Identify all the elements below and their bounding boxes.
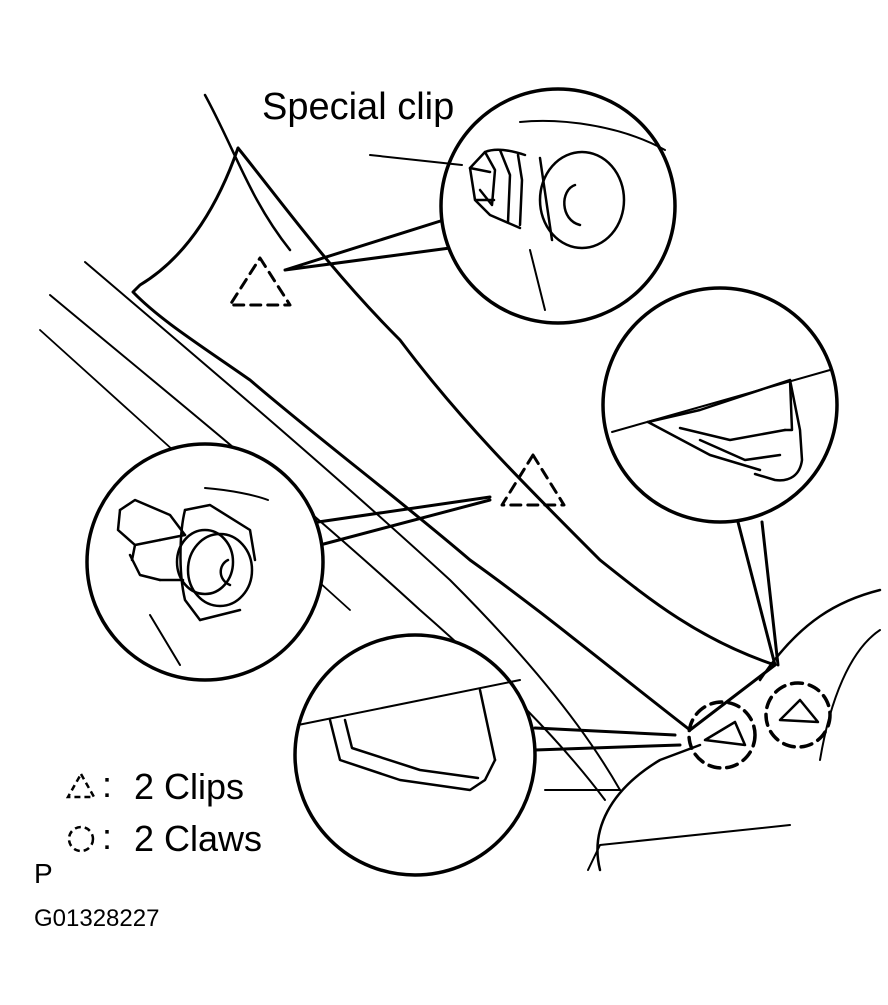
callout-leader-bottom <box>533 726 682 752</box>
body-outline-upper <box>203 93 292 252</box>
clip-marker-upper <box>228 256 292 307</box>
legend-colon: : <box>102 816 113 857</box>
clip-detail-left <box>116 487 269 666</box>
clip-marker-lower <box>500 453 566 507</box>
figure-code: G01328227 <box>34 905 160 932</box>
claw-marker-2 <box>764 681 832 749</box>
callout-circle-clip-left <box>85 442 325 682</box>
claw-marker-2-shape <box>778 698 820 724</box>
claw-marker-1 <box>687 700 757 770</box>
dashed-triangle-icon <box>66 772 96 799</box>
claw-detail-upper <box>611 369 831 482</box>
legend-clips-text: 2 Clips <box>134 766 245 807</box>
pillar-trim-panel <box>131 146 777 732</box>
body-outline-lower-right <box>596 743 702 872</box>
claw-detail-lower <box>297 679 521 792</box>
body-line-2 <box>49 294 606 801</box>
callout-circle-claw-upper <box>601 286 839 524</box>
callout-leader-right <box>736 520 780 667</box>
callout-leader-top <box>283 216 452 272</box>
callout-leader-left <box>316 495 492 547</box>
dashed-circle-icon <box>67 825 95 853</box>
view-label: P <box>34 858 53 889</box>
special-clip-detail <box>468 119 666 311</box>
special-clip-label: Special clip <box>262 86 455 128</box>
legend-claws-text: 2 Claws <box>134 818 263 859</box>
callout-circle-special-clip <box>439 87 677 325</box>
claw-marker-1-shape <box>703 720 747 747</box>
legend-colon: : <box>102 764 113 805</box>
callout-circle-claw-lower <box>293 633 537 877</box>
special-clip-pointer <box>369 154 463 166</box>
rear-body-curve-2 <box>819 629 881 761</box>
body-line-1 <box>84 261 621 791</box>
door-edge-line <box>587 824 791 871</box>
